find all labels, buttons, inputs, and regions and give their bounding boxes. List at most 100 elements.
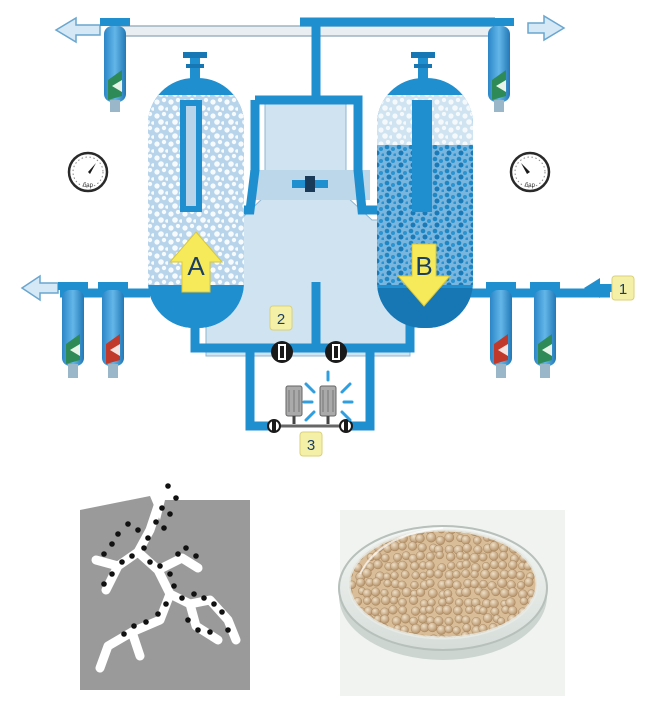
desiccant-bead (489, 560, 499, 570)
desiccant-bead (433, 616, 444, 626)
desiccant-bead (519, 596, 529, 606)
desiccant-bead (489, 541, 500, 552)
desiccant-bead (409, 595, 419, 605)
filter-bottom-left-2-icon (98, 282, 128, 378)
desiccant-bead (478, 552, 488, 562)
pressure-gauge-right-icon: бар (509, 151, 551, 193)
desiccant-bead (371, 587, 381, 597)
desiccant-bead (489, 598, 499, 609)
desiccant-bead (411, 606, 421, 616)
desiccant-bead (444, 578, 454, 589)
desiccant-bead (425, 569, 435, 578)
desiccant-bead (489, 570, 500, 580)
desiccant-bead (438, 597, 447, 607)
desiccant-bead (469, 553, 480, 563)
desiccant-bead (462, 552, 471, 561)
desiccant-bead (373, 559, 383, 570)
gauge-unit-left: бар (83, 183, 94, 189)
desiccant-bead (447, 561, 456, 570)
desiccant-bead (397, 560, 408, 571)
desiccant-bead (445, 636, 454, 638)
desiccant-bead (480, 569, 490, 580)
exhaust-burst-icon (302, 370, 354, 422)
desiccant-bead (410, 561, 420, 571)
desiccant-bead (482, 562, 491, 571)
desiccant-bead (461, 559, 471, 569)
callout-inlet: 1 (611, 275, 635, 301)
desiccant-bead (452, 570, 461, 579)
gauge-unit-right: бар (525, 183, 536, 189)
outlet-arrow-left-icon (54, 16, 101, 44)
orifice-icon (292, 176, 328, 192)
callout-silencers: 3 (299, 431, 323, 457)
switching-valve-right (325, 341, 347, 363)
desiccant-bead (371, 596, 381, 606)
filter-top-right-icon (484, 18, 514, 112)
desiccant-bead (442, 605, 452, 615)
switching-valve-left (271, 341, 293, 363)
desiccant-bead (445, 596, 454, 605)
purge-valve-left (267, 419, 281, 433)
svg-text:1: 1 (619, 281, 627, 298)
filter-top-left-icon (100, 18, 130, 112)
desiccant-bead (425, 578, 435, 588)
desiccant-bead (427, 598, 436, 607)
desiccant-bead (398, 598, 407, 607)
desiccant-bead (461, 615, 471, 625)
tower-label-b: B (415, 251, 432, 281)
desiccant-bead (380, 589, 389, 598)
desiccant-bead (461, 587, 472, 598)
desiccant-bead (461, 569, 471, 578)
desiccant-bead (363, 596, 372, 605)
desiccant-bead (453, 605, 463, 616)
desiccant-bead (389, 596, 399, 605)
desiccant-bead (473, 545, 483, 555)
desiccant-bead (425, 552, 435, 562)
desiccant-bead (515, 571, 525, 580)
desiccant-bead (381, 595, 391, 606)
desiccant-bead (424, 560, 435, 571)
filter-bottom-right-1-icon (486, 282, 516, 378)
desiccant-bead (455, 598, 464, 607)
desiccant-bead (417, 543, 427, 553)
desiccant-bead (427, 622, 438, 633)
desiccant-bead (400, 570, 410, 579)
desiccant-bead (470, 570, 479, 579)
desiccant-bead (446, 552, 456, 562)
desiccant-bead (433, 569, 443, 579)
desiccant-bead (426, 532, 437, 543)
desiccant-bead (491, 587, 501, 597)
desiccant-bead (393, 553, 402, 562)
desiccant-bead (371, 607, 380, 617)
desiccant-bead (479, 589, 490, 600)
desiccant-bead (452, 626, 461, 635)
desiccant-bead (410, 623, 421, 634)
desiccant-bead (371, 577, 381, 587)
desiccant-bead (444, 616, 454, 626)
desiccant-bead (471, 617, 481, 627)
tower-label-a: A (187, 251, 205, 281)
valve-manifold (205, 103, 411, 357)
desiccant-bead (507, 587, 518, 598)
desiccant-bead (383, 579, 392, 588)
silencer-right (319, 385, 337, 424)
desiccant-bead (401, 587, 412, 598)
desiccant-bead (398, 542, 407, 551)
desiccant-bead (397, 580, 407, 590)
desiccant-bead (427, 588, 438, 599)
desiccant-bead (470, 579, 479, 589)
desiccant-bead (417, 613, 428, 624)
desiccant-bead (516, 581, 526, 590)
desiccant-bead (497, 578, 508, 588)
desiccant-bead (400, 613, 411, 624)
desiccant-bead (444, 532, 455, 543)
flow-arrow-up: A (168, 231, 224, 293)
desiccant-bead (498, 560, 508, 570)
flow-arrow-down: B (396, 243, 452, 307)
desiccant-bead (435, 535, 445, 546)
desiccant-bead (390, 561, 400, 571)
desiccant-bead (490, 607, 500, 616)
filter-bottom-left-1-icon (58, 282, 88, 378)
desiccant-bead (415, 551, 425, 561)
desiccant-bead (508, 560, 518, 570)
